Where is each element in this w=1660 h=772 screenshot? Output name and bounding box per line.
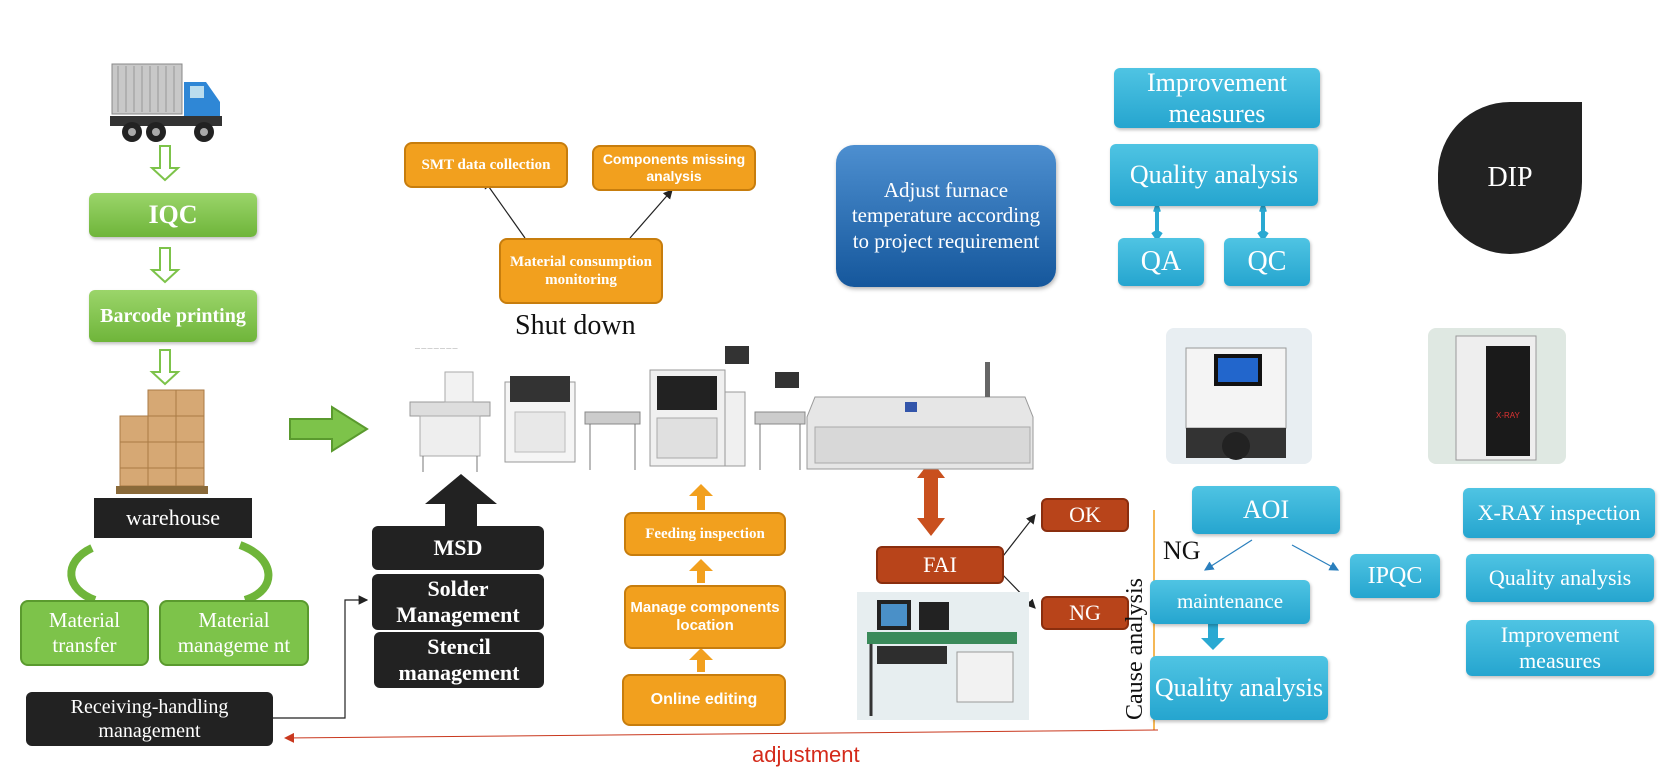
adjustment-label: adjustment <box>752 742 860 767</box>
ng-label: NG <box>1163 536 1201 565</box>
qa-box: QA <box>1118 238 1204 286</box>
msd-box: MSD <box>372 526 544 570</box>
quality-analysis-top-box: Quality analysis <box>1110 144 1318 206</box>
curve-arrow-icon <box>67 544 97 604</box>
solder-management-box: Solder Management <box>372 574 544 630</box>
boxes-icon <box>116 389 208 494</box>
receiving-handling-box: Receiving-handling management <box>26 692 273 746</box>
adjust-furnace-box: Adjust furnace temperature according to … <box>836 145 1056 287</box>
xray-inspection-box: X-RAY inspection <box>1463 488 1655 538</box>
fai-box: FAI <box>876 546 1004 584</box>
smt-data-collection-box: SMT data collection <box>404 142 568 188</box>
fai-station-image <box>857 592 1029 720</box>
quality-analysis-aoi-box: Quality analysis <box>1150 656 1328 720</box>
xray-machine-image: X-RAY <box>1428 328 1566 464</box>
material-management-box: Material manageme nt <box>159 600 309 666</box>
improvement-measures-xray-box: Improvement measures <box>1466 620 1654 676</box>
iqc-box: IQC <box>89 193 257 237</box>
ipqc-box: IPQC <box>1350 554 1440 598</box>
curve-arrow-icon <box>238 541 273 604</box>
online-editing-box: Online editing <box>622 674 786 726</box>
maintenance-box: maintenance <box>1150 580 1310 624</box>
quality-analysis-xray-box: Quality analysis <box>1466 554 1654 602</box>
smt-production-line: — — — — — — — <box>405 342 1065 474</box>
qc-box: QC <box>1224 238 1310 286</box>
double-arrow-icon <box>917 460 945 536</box>
up-arrow-icon <box>425 474 497 526</box>
shut-down-label: Shut down <box>515 310 636 341</box>
barcode-printing-box: Barcode printing <box>89 290 257 342</box>
stencil-management-box: Stencil management <box>374 632 544 688</box>
truck-icon <box>110 63 222 142</box>
dip-shape: DIP <box>1438 102 1582 254</box>
components-missing-box: Components missing analysis <box>592 145 756 191</box>
svg-text:X-RAY: X-RAY <box>1496 411 1521 420</box>
down-arrow-icon <box>149 145 181 386</box>
material-transfer-box: Material transfer <box>20 600 149 666</box>
cause-analysis-label: Cause analysis <box>1122 578 1148 720</box>
feeding-inspection-box: Feeding inspection <box>624 512 786 556</box>
right-arrow-icon <box>289 405 369 453</box>
ok-box: OK <box>1041 498 1129 532</box>
svg-text:— — — — — — —: — — — — — — — <box>414 347 459 352</box>
aoi-machine-image <box>1166 328 1312 464</box>
improvement-measures-box: Improvement measures <box>1114 68 1320 128</box>
aoi-box: AOI <box>1192 486 1340 534</box>
material-consumption-box: Material consumption monitoring <box>499 238 663 304</box>
warehouse-box: warehouse <box>94 498 252 538</box>
manage-components-box: Manage components location <box>624 585 786 649</box>
ng-box: NG <box>1041 596 1129 630</box>
